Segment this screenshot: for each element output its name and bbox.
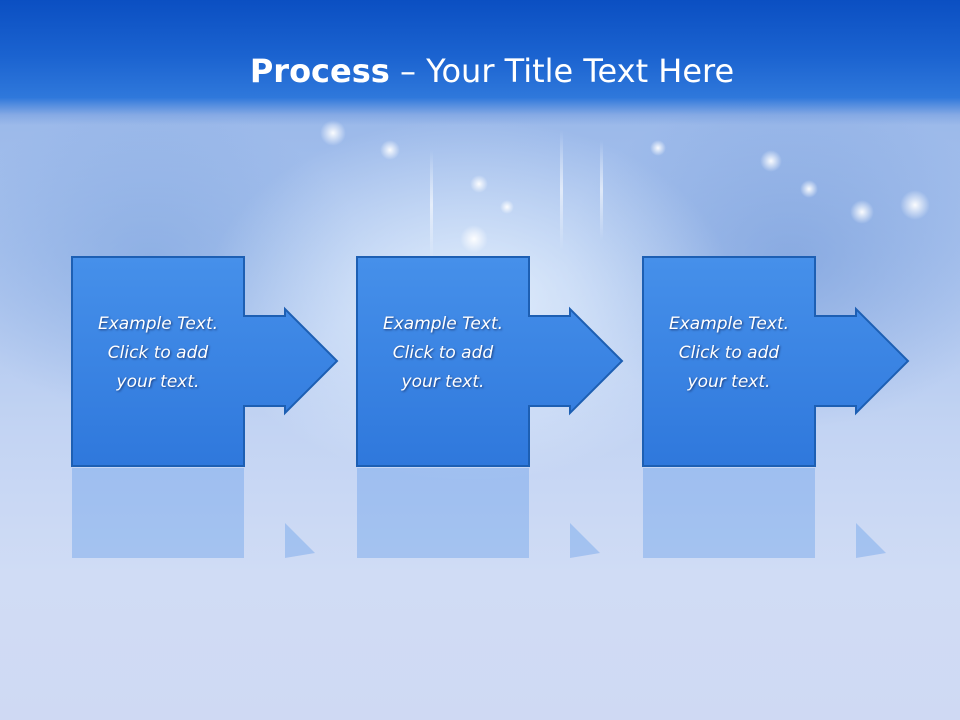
process-step-3[interactable]: Example Text. Click to add your text. <box>642 256 912 558</box>
process-step-1[interactable]: Example Text. Click to add your text. <box>71 256 341 558</box>
slide-title[interactable]: Process – Your Title Text Here <box>0 52 960 90</box>
right-arrow-icon <box>71 256 339 467</box>
step-reflection <box>71 468 341 558</box>
background-light-speck <box>650 140 666 156</box>
step-text-line-2: Click to add <box>678 343 780 363</box>
step-text-line-3: your text. <box>401 372 485 392</box>
step-text-line-2: Click to add <box>107 343 209 363</box>
step-text-line-3: your text. <box>116 372 200 392</box>
step-text-line-3: your text. <box>687 372 771 392</box>
step-text[interactable]: Example Text. Click to add your text. <box>356 310 530 397</box>
title-regular-part: – Your Title Text Here <box>389 52 735 90</box>
background-light-speck <box>850 200 874 224</box>
background-light-streak <box>600 140 603 240</box>
step-text-line-1: Example Text. <box>668 314 790 334</box>
background-light-speck <box>900 190 930 220</box>
background-light-streak <box>560 130 563 250</box>
step-text[interactable]: Example Text. Click to add your text. <box>71 310 245 397</box>
background-light-speck <box>380 140 400 160</box>
title-banner <box>0 0 960 125</box>
right-arrow-icon <box>642 256 910 467</box>
step-text-line-2: Click to add <box>392 343 494 363</box>
right-arrow-icon <box>356 256 624 467</box>
background-light-streak <box>430 150 433 260</box>
background-light-speck <box>760 150 782 172</box>
background-light-speck <box>470 175 488 193</box>
step-text-line-1: Example Text. <box>382 314 504 334</box>
step-reflection <box>642 468 912 558</box>
step-reflection <box>356 468 626 558</box>
step-text-line-1: Example Text. <box>97 314 219 334</box>
process-step-2[interactable]: Example Text. Click to add your text. <box>356 256 626 558</box>
background-light-speck <box>500 200 514 214</box>
title-bold-part: Process <box>249 52 390 90</box>
step-text[interactable]: Example Text. Click to add your text. <box>642 310 816 397</box>
background-light-speck <box>800 180 818 198</box>
background-light-speck <box>460 225 488 253</box>
